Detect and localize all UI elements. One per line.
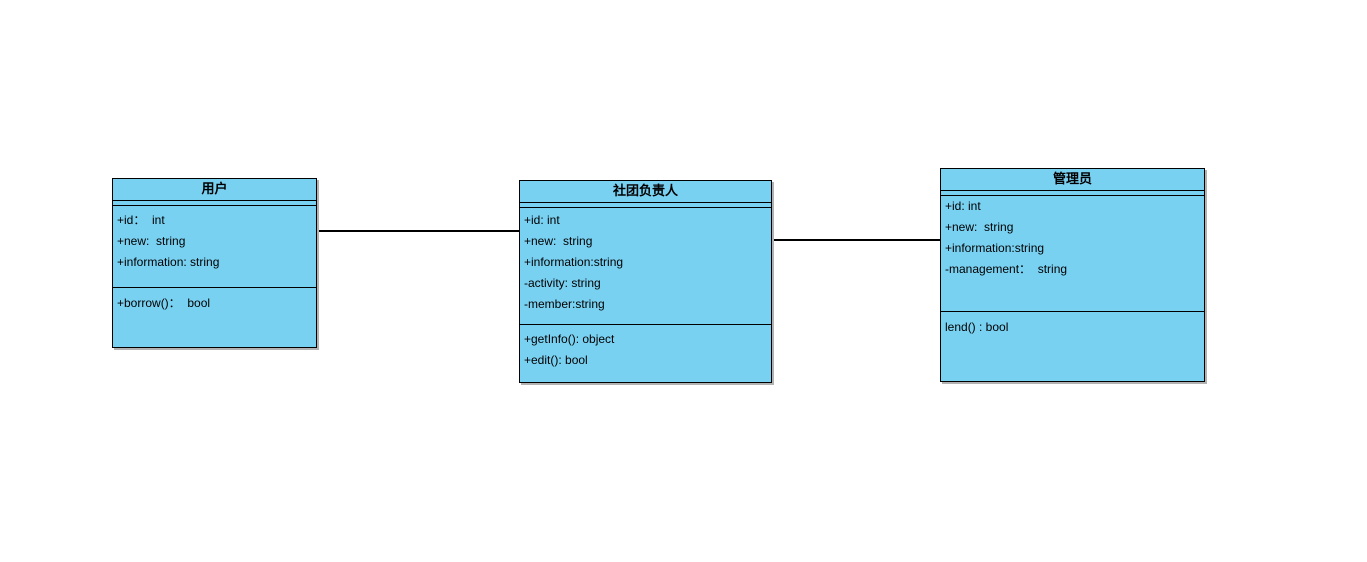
attribute-row: -management： string [945, 262, 1068, 276]
attribute-row: +new: string [524, 234, 593, 248]
methods-compartment: +borrow()： bool [113, 288, 316, 347]
method-row: +borrow()： bool [117, 296, 211, 310]
attributes-compartment: +id: int +new: string +information:strin… [520, 208, 771, 325]
class-title-admin: 管理员 [941, 169, 1204, 191]
connector-user-leader[interactable] [316, 230, 520, 232]
method-row: +getInfo(): object [524, 332, 615, 346]
attribute-row: +information: string [117, 255, 220, 269]
attribute-row: +id： int [117, 213, 165, 227]
class-title-club-leader: 社团负责人 [520, 181, 771, 203]
attributes-compartment: +id: int +new: string +information:strin… [941, 196, 1204, 312]
attribute-row: -activity: string [524, 276, 601, 290]
class-box-club-leader[interactable]: 社团负责人 +id: int +new: string +information… [519, 180, 772, 383]
attribute-row: +new: string [945, 220, 1014, 234]
attributes-compartment: +id： int +new: string +information: stri… [113, 206, 316, 288]
attribute-row: +id: int [524, 213, 560, 227]
methods-compartment: +getInfo(): object +edit(): bool [520, 325, 771, 382]
class-title-user: 用户 [113, 179, 316, 201]
connector-leader-admin[interactable] [771, 239, 941, 241]
title-separator [941, 191, 1204, 196]
class-box-admin[interactable]: 管理员 +id: int +new: string +information:s… [940, 168, 1205, 382]
attribute-row: +information:string [945, 241, 1045, 255]
method-row: lend() : bool [945, 320, 1009, 334]
attribute-row: +information:string [524, 255, 624, 269]
attribute-row: +new: string [117, 234, 186, 248]
attribute-row: +id: int [945, 199, 981, 213]
attribute-row: -member:string [524, 297, 605, 311]
title-separator [520, 203, 771, 208]
class-box-user[interactable]: 用户 +id： int +new: string +information: s… [112, 178, 317, 348]
method-row: +edit(): bool [524, 353, 588, 367]
title-separator [113, 201, 316, 206]
methods-compartment: lend() : bool [941, 312, 1204, 381]
